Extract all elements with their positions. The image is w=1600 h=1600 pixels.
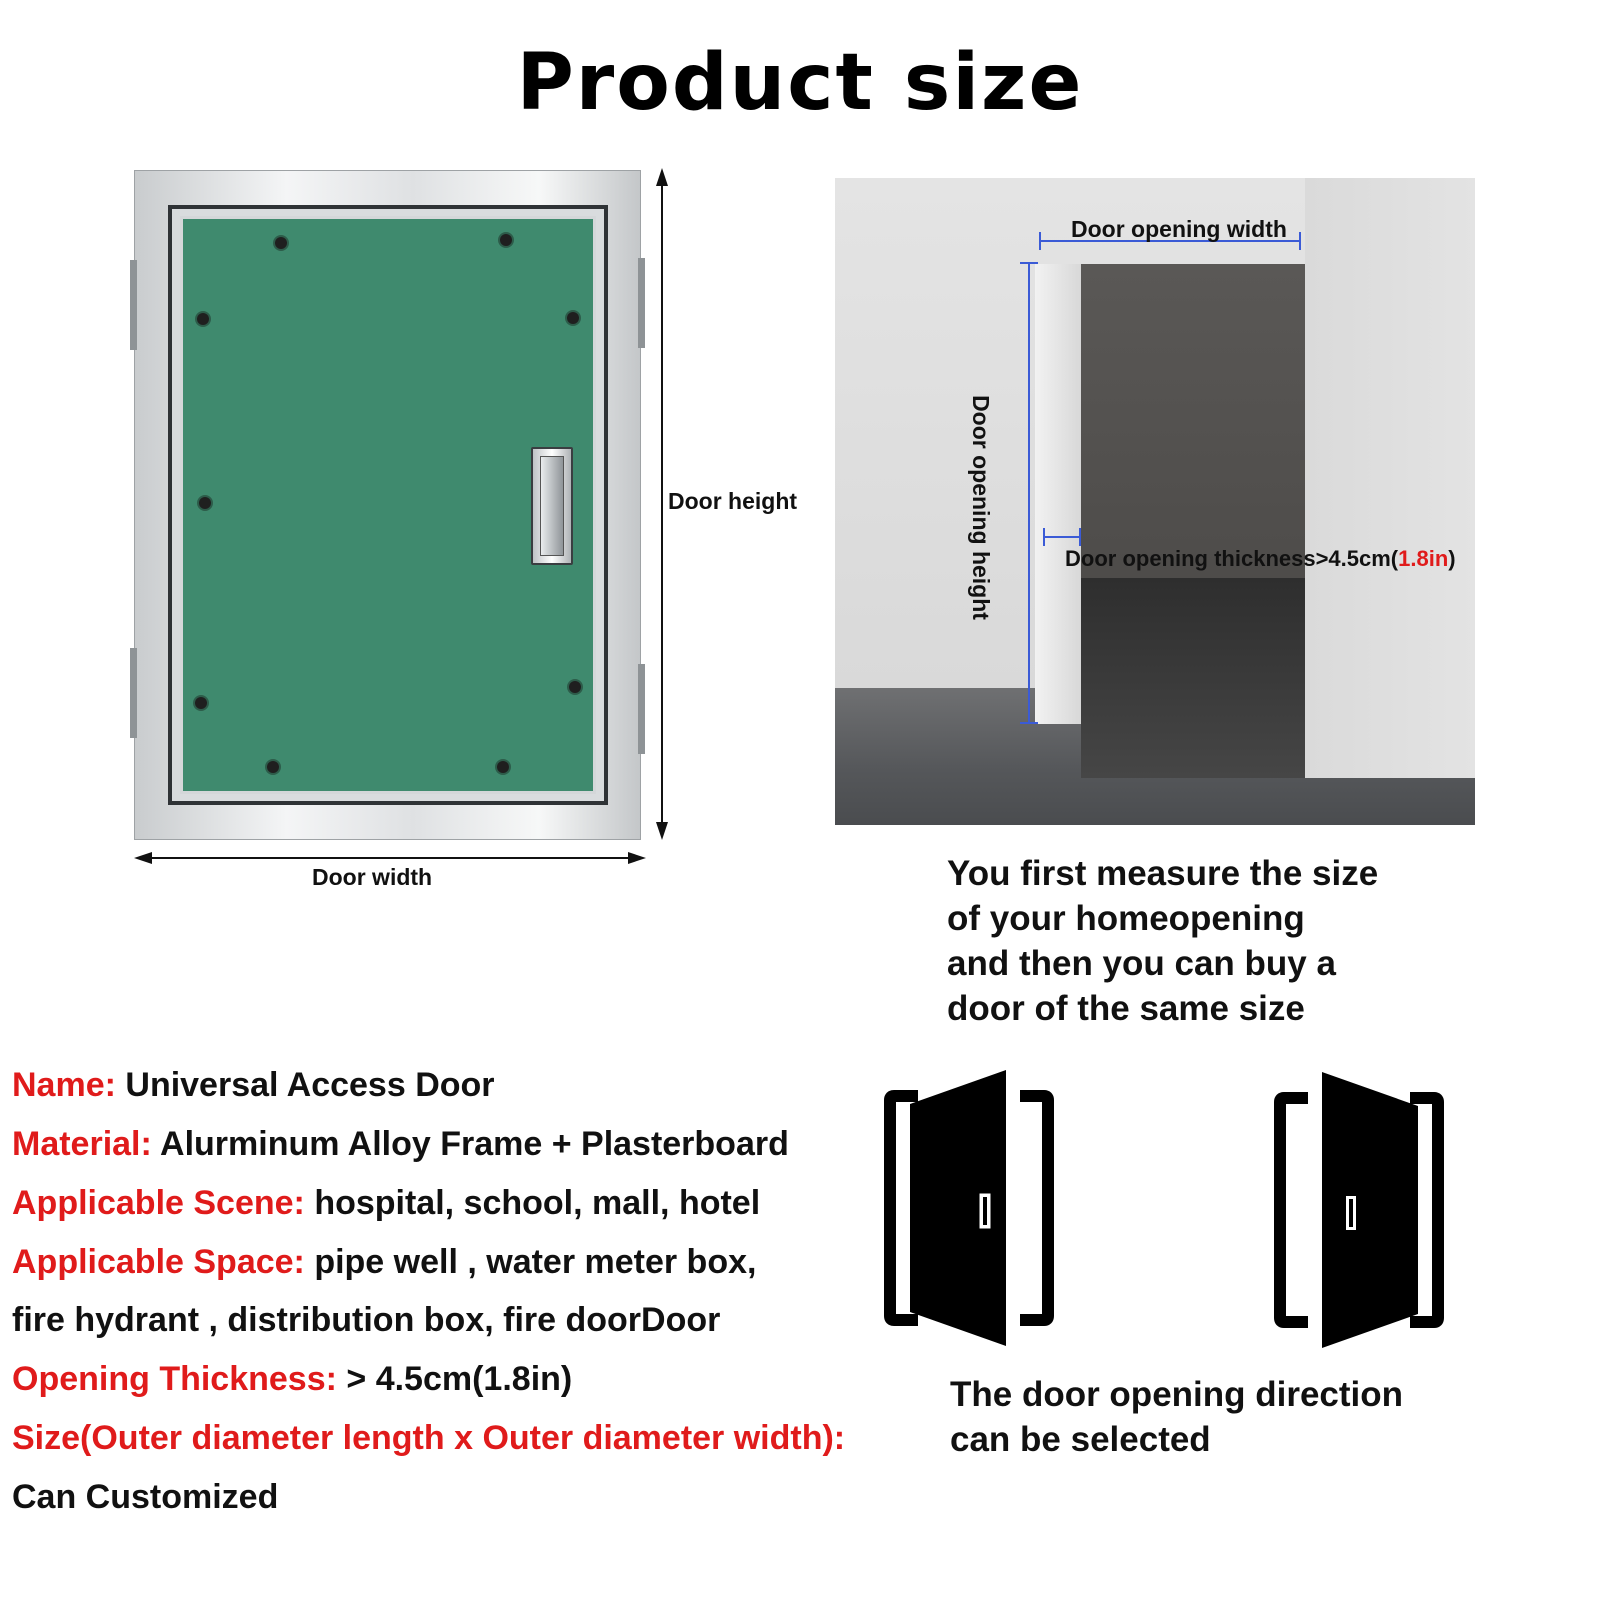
measure-tick — [1039, 232, 1041, 250]
screw-icon — [267, 761, 279, 773]
measure-tick — [1043, 528, 1045, 546]
opening-thickness-measure-line — [1043, 536, 1081, 538]
opening-height-measure-line — [1028, 262, 1030, 724]
height-arrow — [656, 168, 668, 840]
measure-tick — [1079, 528, 1081, 546]
spec-size: Size(Outer diameter length x Outer diame… — [12, 1419, 846, 1457]
opening-height-label: Door opening height — [967, 395, 994, 620]
opening-width-label: Door opening width — [1071, 216, 1287, 242]
opening-width-measure-line — [1039, 240, 1301, 242]
frame-clip — [638, 258, 645, 348]
door-jamb — [1035, 264, 1081, 724]
opening-floor — [1081, 578, 1305, 778]
spec-name: Name: Universal Access Door — [12, 1066, 495, 1104]
spec-applicable-space-cont: fire hydrant , distribution box, fire do… — [12, 1301, 721, 1339]
page-title: Product size — [516, 38, 1084, 128]
screw-icon — [569, 681, 581, 693]
door-height-label: Door height — [668, 488, 798, 514]
right-hinged-open-door-icon — [1274, 1072, 1444, 1348]
measure-tick — [1299, 232, 1301, 250]
direction-note: The door opening direction can be select… — [950, 1375, 1404, 1459]
frame-clip — [130, 260, 137, 350]
measure-tick — [1020, 722, 1038, 724]
door-width-label: Door width — [312, 864, 433, 890]
screw-icon — [497, 761, 509, 773]
screw-icon — [197, 313, 209, 325]
screw-icon — [500, 234, 512, 246]
latch-slot — [540, 456, 564, 556]
screw-icon — [199, 497, 211, 509]
screw-icon — [195, 697, 207, 709]
spec-applicable-space: Applicable Space: pipe well , water mete… — [12, 1243, 757, 1281]
spec-size-value: Can Customized — [12, 1478, 279, 1516]
spec-material: Material: Alurminum Alloy Frame + Plaste… — [12, 1125, 789, 1163]
spec-applicable-scene: Applicable Scene: hospital, school, mall… — [12, 1184, 761, 1222]
measure-note: You first measure the size of your homeo… — [947, 854, 1379, 1028]
wall — [1305, 178, 1475, 778]
plasterboard-panel — [180, 216, 596, 794]
opening-thickness-label: Door opening thickness>4.5cm(1.8in) — [1065, 546, 1456, 571]
frame-clip — [638, 664, 645, 754]
left-hinged-open-door-icon — [884, 1070, 1054, 1346]
spec-opening-thickness: Opening Thickness: > 4.5cm(1.8in) — [12, 1360, 573, 1398]
door-opening-photo — [835, 178, 1475, 825]
screw-icon — [275, 237, 287, 249]
measure-tick — [1020, 262, 1038, 264]
frame-clip — [130, 648, 137, 738]
width-arrow — [134, 852, 646, 864]
screw-icon — [567, 312, 579, 324]
